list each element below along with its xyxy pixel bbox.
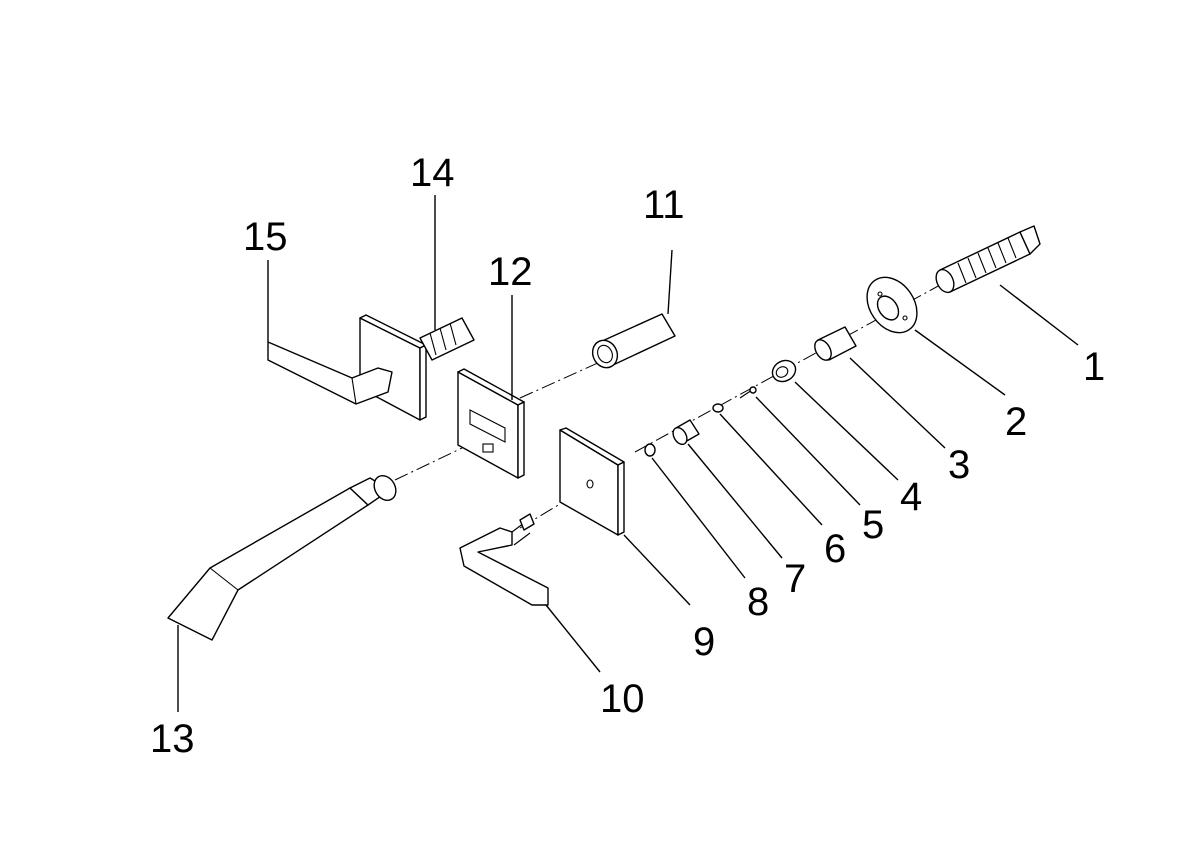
callout-6: 6 (824, 527, 846, 571)
part-5-screw (739, 386, 757, 399)
part-15-lever-handle (267, 341, 393, 405)
part-12-escutcheon (457, 368, 525, 479)
callout-3: 3 (948, 443, 970, 487)
callout-7: 7 (784, 557, 806, 601)
leader-1 (999, 284, 1079, 346)
leader-8 (651, 457, 746, 579)
leader-3 (849, 357, 946, 449)
callout-11: 11 (643, 183, 685, 227)
part-14-valve-cartridge (359, 314, 475, 421)
callout-8: 8 (747, 580, 769, 624)
callout-2: 2 (1005, 400, 1027, 444)
callout-4: 4 (900, 475, 922, 519)
leader-4 (794, 381, 899, 481)
part-4-nut (771, 359, 797, 383)
callout-13: 13 (150, 717, 195, 761)
leader-6 (719, 413, 823, 526)
part-2-flange (866, 276, 918, 334)
callout-9: 9 (693, 620, 715, 664)
axis-main-lower (394, 447, 463, 481)
part-6-washer (712, 403, 724, 413)
callout-14: 14 (410, 151, 455, 195)
part-3-sleeve (814, 326, 857, 361)
callout-15: 15 (243, 215, 288, 259)
part-10-lever-handle (459, 513, 549, 606)
leader-9 (623, 534, 691, 606)
part-13-spout (167, 474, 397, 641)
leader-7 (687, 443, 783, 559)
leader-5 (755, 396, 861, 506)
leader-10 (545, 604, 601, 673)
leader-2 (914, 329, 1006, 396)
part-8-o-ring (644, 443, 656, 457)
callout-labels: 1 2 3 4 5 6 7 8 9 10 11 12 13 14 15 (150, 151, 1105, 761)
part-11-extension-tube (591, 313, 676, 369)
leader-lines (177, 195, 1079, 712)
part-9-cover-plate (559, 427, 625, 536)
callout-1: 1 (1083, 345, 1105, 389)
callout-10: 10 (600, 677, 645, 721)
axis-main-upper (519, 361, 601, 399)
leader-11 (667, 249, 673, 315)
part-1-cartridge (935, 225, 1041, 294)
part-7-insert (672, 419, 700, 446)
callout-5: 5 (862, 503, 884, 547)
callout-12: 12 (488, 250, 533, 294)
